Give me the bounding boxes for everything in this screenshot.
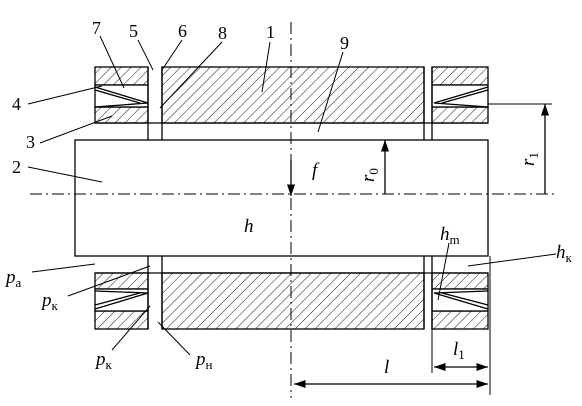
lower-left-end-block-inner xyxy=(94,272,149,290)
lower-right-restrictor-wedge-2 xyxy=(441,292,489,306)
label-h-k: hк xyxy=(556,242,573,265)
label-h: h xyxy=(244,216,254,237)
leader-9 xyxy=(317,51,344,133)
label-5: 5 xyxy=(129,21,138,41)
upper-right-end-block-inner xyxy=(431,106,489,124)
label-l: l xyxy=(384,357,389,378)
leader-2 xyxy=(27,166,103,183)
lower-right-end-block xyxy=(431,310,489,330)
leader-pa xyxy=(31,263,96,273)
lower-left-restrictor-wedge-2 xyxy=(94,292,141,306)
label-8: 8 xyxy=(218,23,227,43)
shaft xyxy=(74,139,489,257)
leader-3 xyxy=(39,115,113,144)
label-p-k-lower: pк xyxy=(94,349,113,372)
label-6: 6 xyxy=(178,21,187,41)
leader-4 xyxy=(27,85,103,105)
leader-hm xyxy=(437,242,450,301)
upper-right-restrictor-wedge-2 xyxy=(441,89,489,104)
label-2: 2 xyxy=(12,157,21,177)
leader-hk xyxy=(467,253,557,267)
label-1: 1 xyxy=(266,22,275,42)
leader-pk-upper xyxy=(67,265,151,297)
label-9: 9 xyxy=(340,33,349,53)
label-4: 4 xyxy=(12,94,21,114)
upper-main-bushing-body xyxy=(161,66,425,124)
label-r1: r1 xyxy=(518,152,541,166)
leader-8 xyxy=(159,41,223,109)
leader-7 xyxy=(99,35,125,89)
lower-bushing xyxy=(94,256,489,330)
lower-left-end-block xyxy=(94,310,149,330)
leader-5 xyxy=(137,39,154,71)
leader-6 xyxy=(161,39,183,71)
leader-pk-lower xyxy=(111,305,151,351)
leader-pn xyxy=(157,321,191,356)
label-3: 3 xyxy=(26,132,35,152)
lower-left-restrictor-wedge xyxy=(94,290,149,310)
upper-right-restrictor-wedge xyxy=(433,86,489,108)
label-l1: l1 xyxy=(453,339,465,362)
label-r0: r0 xyxy=(358,168,381,182)
upper-left-restrictor-wedge-2 xyxy=(94,89,141,104)
label-f: f xyxy=(312,160,320,181)
upper-left-end-block-inner xyxy=(94,106,149,124)
upper-left-restrictor-wedge xyxy=(94,86,149,108)
leader-1 xyxy=(261,41,271,93)
lower-right-restrictor-wedge xyxy=(433,290,489,310)
upper-right-end-block xyxy=(431,66,489,86)
label-7: 7 xyxy=(92,18,101,38)
label-p-k-upper: pк xyxy=(40,290,59,313)
label-p-a: pa xyxy=(4,267,22,290)
upper-bushing xyxy=(94,66,489,140)
label-h-m: hm xyxy=(440,224,460,247)
leader-lines xyxy=(27,35,557,356)
lower-main-bushing-body xyxy=(161,272,425,330)
label-p-n: pн xyxy=(194,349,213,372)
